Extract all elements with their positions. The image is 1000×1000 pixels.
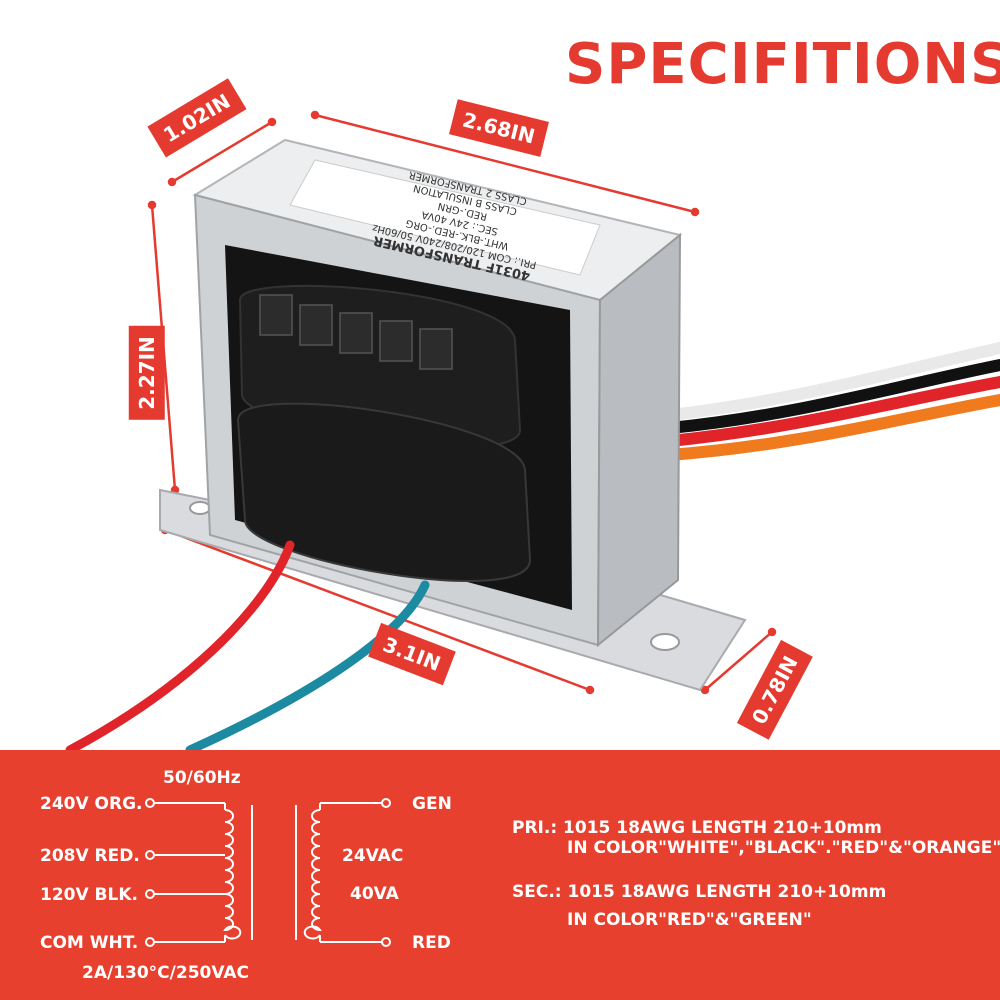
product-image-area: 4031F TRANSFORMER PRI.: COM 120/208/240V…	[65, 32, 1000, 750]
coil-bottom	[236, 402, 532, 582]
rating-label: 2A/130°C/250VAC	[82, 963, 249, 983]
product-label	[289, 159, 601, 276]
voltage-label: 24VAC	[342, 846, 404, 866]
tap-208v: 208V RED.	[40, 846, 140, 866]
secondary-wires	[65, 540, 430, 750]
mounting-hole	[650, 633, 680, 651]
power-label: 40VA	[350, 884, 399, 904]
sec-spec-line1: SEC.: 1015 18AWG LENGTH 210+10mm	[512, 882, 887, 902]
primary-wires	[664, 342, 1000, 461]
frequency-label: 50/60Hz	[163, 768, 241, 788]
page-title: SPECIFITIONS	[565, 32, 1000, 97]
secondary-gen-label: GEN	[412, 794, 452, 814]
tap-240v: 240V ORG.	[40, 794, 143, 814]
secondary-red-label: RED	[412, 933, 451, 953]
wiring-diagram	[145, 798, 391, 947]
tap-com: COM WHT.	[40, 933, 139, 953]
terminal-block	[259, 294, 453, 370]
pri-spec-line1: PRI.: 1015 18AWG LENGTH 210+10mm	[512, 818, 882, 838]
transformer-illustration	[65, 110, 1000, 750]
sec-spec-line2: IN COLOR"RED"&"GREEN"	[567, 910, 812, 930]
dimension-height: 2.27IN	[128, 326, 165, 420]
tap-120v: 120V BLK.	[40, 885, 138, 905]
spec-panel: 50/60Hz 240V ORG. 208V RED. 120V BLK. CO…	[0, 750, 1000, 1000]
pri-spec-line2: IN COLOR"WHITE","BLACK"."RED"&"ORANGE"	[567, 838, 1000, 858]
